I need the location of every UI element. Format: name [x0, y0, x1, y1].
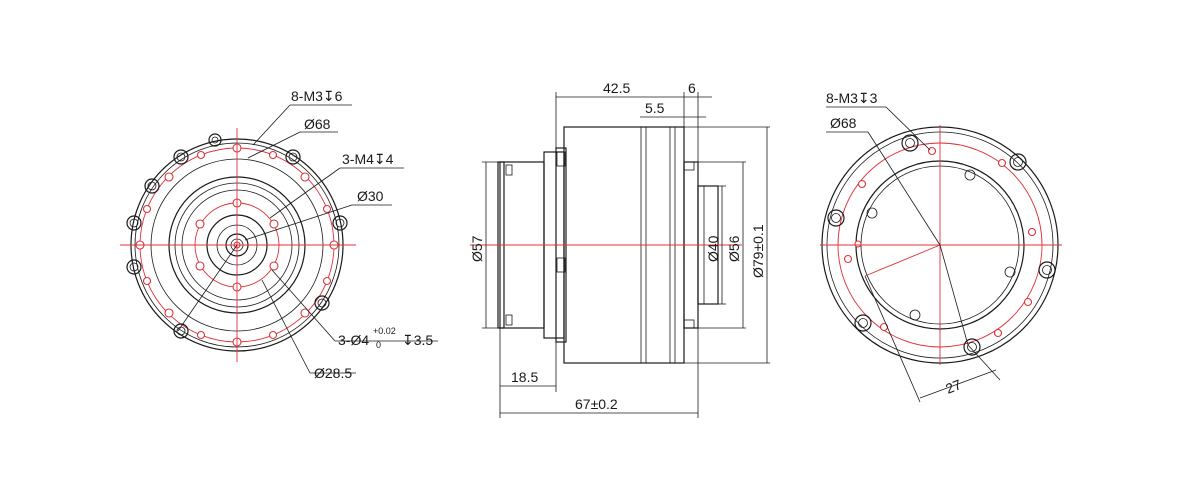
side-total-length: 67±0.2: [575, 396, 618, 412]
front-pin-holes-tol-upper: +0.02: [373, 326, 396, 336]
front-mount-holes: [135, 143, 339, 347]
front-bore-label: Ø30: [357, 188, 384, 204]
front-bolt-heads: [126, 133, 348, 339]
side-dia-40: Ø40: [705, 235, 721, 262]
side-view: 42.5 6 5.5 Ø57 Ø40 Ø56 Ø79±0.1 18.5 67±0…: [469, 80, 770, 418]
side-len-18-5: 18.5: [511, 369, 538, 385]
front-leaders: [177, 104, 438, 374]
rear-bolt-heads: [827, 134, 1056, 356]
side-dia-57: Ø57: [469, 235, 485, 262]
side-dimensions: [482, 92, 770, 418]
side-len-6: 6: [688, 80, 696, 96]
side-len-5-5: 5.5: [645, 100, 665, 116]
side-dia-79: Ø79±0.1: [750, 224, 766, 278]
side-dia-56: Ø56: [726, 235, 742, 262]
front-tapped-label: 3-M4↧4: [342, 151, 394, 167]
front-pcd-label: Ø68: [304, 116, 331, 132]
front-pin-holes-tol-lower: 0: [376, 340, 381, 350]
front-holes-label: 8-M3↧6: [291, 88, 343, 104]
rear-pcd-holes: [843, 146, 1037, 338]
front-inner-holes: [195, 198, 279, 292]
rear-view: 8-M3↧3 Ø68 27: [820, 90, 1062, 403]
rear-holes-label: 8-M3↧3: [826, 90, 878, 106]
front-inner-pcd-label: Ø28.5: [314, 365, 352, 381]
front-view: 8-M3↧6 Ø68 3-M4↧4 Ø30 3-Ø4 +0.02 0 ↧3.5 …: [120, 88, 438, 381]
rear-radius-line: [864, 244, 941, 277]
rear-radius-label: 27: [943, 376, 964, 397]
front-pin-holes-depth: ↧3.5: [402, 332, 433, 348]
rear-pcd-label: Ø68: [830, 115, 857, 131]
rear-leaders: [826, 106, 1001, 403]
side-len-42-5: 42.5: [603, 80, 630, 96]
front-pin-holes-prefix: 3-Ø4: [338, 332, 369, 348]
